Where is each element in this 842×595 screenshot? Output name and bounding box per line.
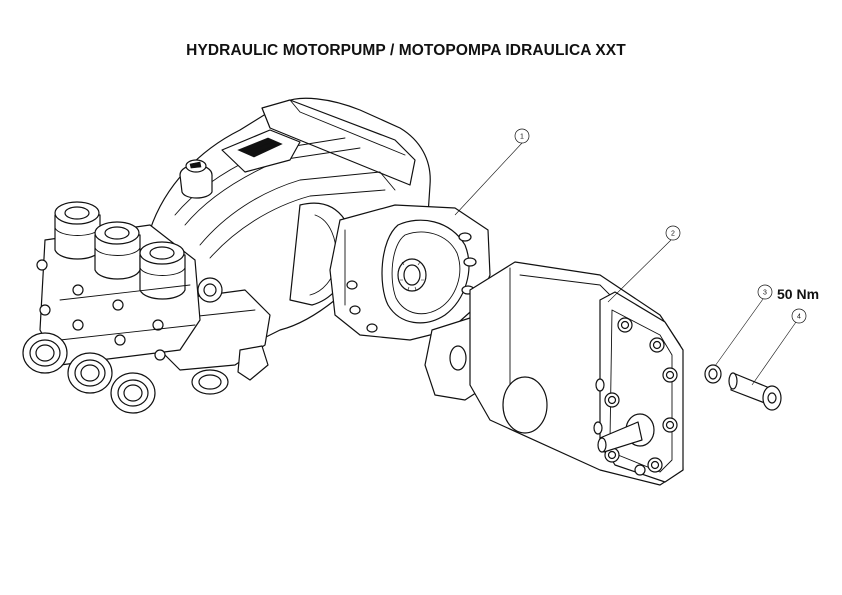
callout-4: 4 bbox=[751, 308, 807, 386]
torque-label: 50 Nm bbox=[777, 286, 820, 302]
valve-caps-bottom bbox=[22, 332, 156, 414]
gear-motor-part-2 bbox=[424, 261, 684, 486]
oil-cap bbox=[179, 159, 213, 199]
callout-3-number: 3 bbox=[763, 290, 767, 297]
callout-1: 1 bbox=[454, 128, 530, 216]
valve-caps-top bbox=[36, 201, 201, 366]
adapter-flange-part-1 bbox=[329, 204, 491, 341]
screw-part-4 bbox=[728, 372, 782, 411]
callout-2-number: 2 bbox=[671, 231, 675, 238]
callout-1-number: 1 bbox=[520, 134, 524, 141]
callout-4-number: 4 bbox=[797, 314, 801, 321]
page-title: HYDRAULIC MOTORPUMP / MOTOPOMPA IDRAULIC… bbox=[186, 42, 626, 59]
callout-3: 3 bbox=[714, 284, 773, 367]
callout-2: 2 bbox=[607, 225, 681, 303]
washer-part-3 bbox=[704, 364, 722, 384]
